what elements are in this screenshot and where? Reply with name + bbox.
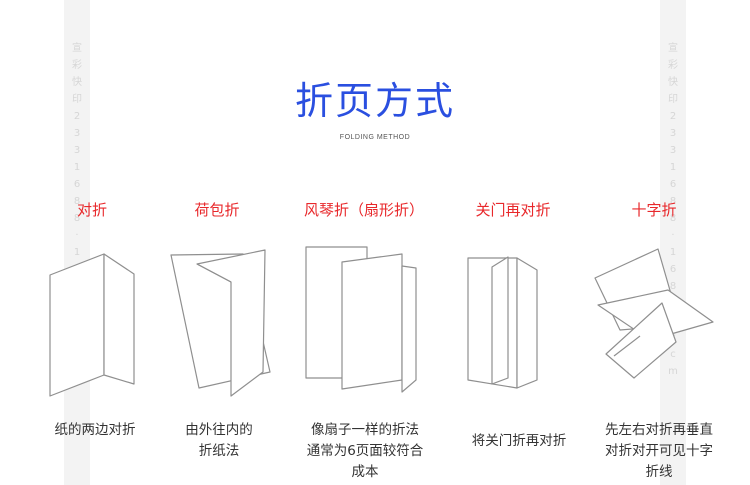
accordion-fold-illustration [305,246,417,393]
pocket-fold-illustration [170,249,271,397]
fold-desc-accordion: 像扇子一样的折法 通常为6页面较符合 成本 [306,422,424,480]
half-fold-illustration [49,253,135,397]
fold-label-accordion: 风琴折（扇形折） [303,201,424,219]
gate-fold-illustration [467,256,538,389]
watermark-strip-right: 宣 彩 快 印 2 3 3 1 6 8 8 · 1 6 8 8 · c c m [660,0,686,485]
page-title: 折页方式 [294,79,455,123]
cross-fold-illustration [594,248,714,379]
fold-label-pocket: 荷包折 [194,201,240,219]
fold-desc-gate: 将关门折再对折 [471,433,567,449]
fold-desc-pocket: 由外往内的 折纸法 [185,422,253,459]
fold-label-cross: 十字折 [631,201,677,219]
fold-desc-half: 纸的两边对折 [54,422,136,438]
page-subtitle: FOLDING METHOD [339,134,411,141]
fold-label-gate: 关门再对折 [475,201,551,219]
watermark-strip-left: 宣 彩 快 印 2 3 3 1 6 8 8 · 1 6 8 8 · c c m [64,0,90,485]
fold-desc-cross: 先左右对折再垂直 对折对开可见十字 折线 [605,422,713,480]
fold-label-half: 对折 [76,201,107,219]
